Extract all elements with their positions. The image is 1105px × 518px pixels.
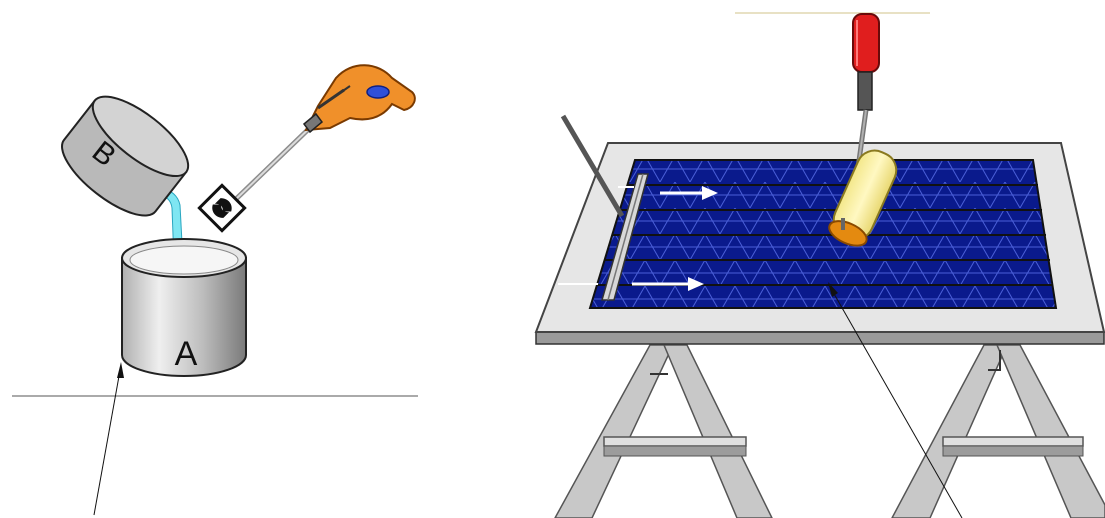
bucket-a-label: A [175,335,198,373]
mesh-screen [590,160,1056,308]
electric-drill-icon [235,65,415,200]
bucket-a: A [122,239,246,376]
pointer-line-bucket [94,365,121,515]
paddle-mixer-icon [199,185,244,230]
trestle-right [892,345,1105,518]
pointer-arrowhead-bucket [117,362,124,378]
trestle-left [555,345,772,518]
